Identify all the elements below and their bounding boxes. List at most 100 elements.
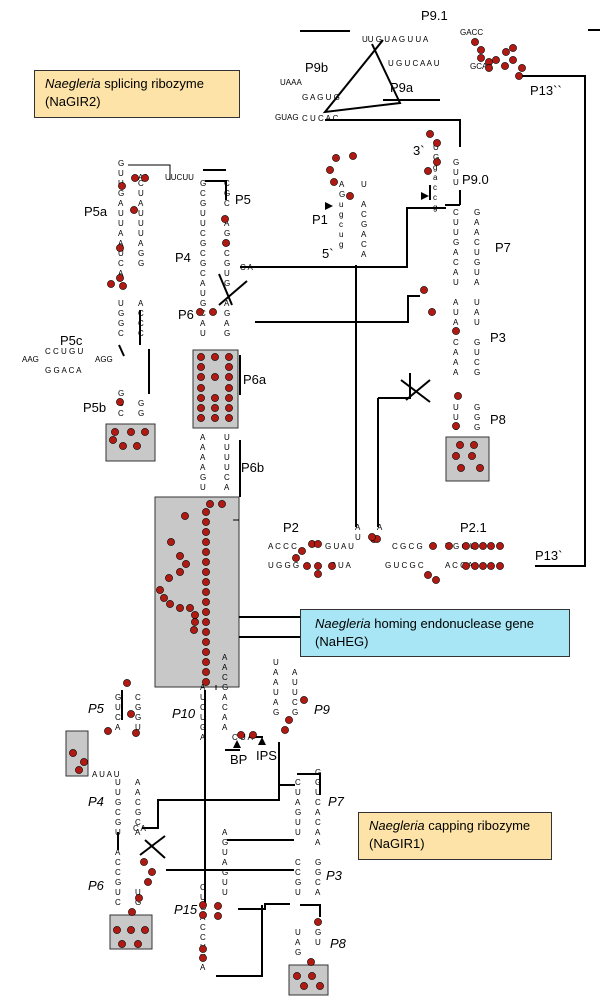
svg-text:U: U [295, 828, 301, 837]
svg-text:C: C [115, 868, 121, 877]
svg-text:C: C [361, 240, 367, 249]
svg-text:A: A [200, 963, 206, 972]
modified-nucleotide-dot [107, 280, 115, 288]
svg-text:C: C [453, 208, 459, 217]
modified-nucleotide-dot [502, 48, 510, 56]
svg-text:G: G [138, 399, 144, 408]
modified-nucleotide-dot [148, 868, 156, 876]
svg-text:A: A [222, 723, 228, 732]
modified-nucleotide-dot [326, 166, 334, 174]
svg-text:G: G [315, 768, 321, 777]
svg-text:G: G [315, 778, 321, 787]
svg-text:G: G [200, 179, 206, 188]
svg-text:A: A [200, 319, 206, 328]
label-p9b: P9b [305, 60, 328, 75]
modified-nucleotide-dot [197, 363, 205, 371]
svg-text:a: a [433, 173, 438, 182]
svg-text:C: C [200, 269, 206, 278]
svg-text:G: G [115, 693, 121, 702]
modified-nucleotide-dot [202, 518, 210, 526]
svg-text:U: U [138, 209, 144, 218]
label-p2-1: P2.1 [460, 520, 487, 535]
modified-nucleotide-dot [225, 394, 233, 402]
svg-text:U: U [135, 723, 141, 732]
svg-text:A: A [200, 453, 206, 462]
modified-nucleotide-dot [314, 562, 322, 570]
label-lower-p6: P6 [88, 878, 105, 893]
svg-text:U: U [453, 403, 459, 412]
svg-text:A: A [453, 348, 459, 357]
modified-nucleotide-dot [456, 441, 464, 449]
modified-nucleotide-dot [518, 64, 526, 72]
svg-text:A: A [118, 239, 124, 248]
modified-nucleotide-dot [424, 571, 432, 579]
svg-text:U: U [474, 318, 480, 327]
seq-p5c-loop-l: AAG [22, 355, 39, 364]
modified-nucleotide-dot [221, 215, 229, 223]
svg-text:G: G [115, 818, 121, 827]
svg-text:U: U [224, 453, 230, 462]
modified-nucleotide-dot [433, 158, 441, 166]
svg-text:A: A [222, 693, 228, 702]
svg-text:U: U [433, 143, 439, 152]
svg-text:A: A [118, 229, 124, 238]
svg-text:A: A [453, 298, 459, 307]
svg-text:A: A [135, 788, 141, 797]
svg-text:U: U [200, 713, 206, 722]
svg-text:G: G [224, 279, 230, 288]
modified-nucleotide-dot [471, 38, 479, 46]
modified-nucleotide-dot [166, 600, 174, 608]
modified-nucleotide-dot [135, 894, 143, 902]
label-p8-upper: P8 [490, 412, 506, 427]
modified-nucleotide-dot [130, 206, 138, 214]
modified-nucleotide-dot [211, 353, 219, 361]
modified-nucleotide-dot [314, 540, 322, 548]
svg-text:A: A [339, 180, 345, 189]
modified-nucleotide-dot [118, 182, 126, 190]
modified-nucleotide-dot [197, 353, 205, 361]
modified-nucleotide-dot [454, 392, 462, 400]
label-p2: P2 [283, 520, 299, 535]
svg-text:G: G [295, 808, 301, 817]
svg-text:G: G [118, 389, 124, 398]
modified-nucleotide-dot [113, 926, 121, 934]
svg-text:U: U [224, 463, 230, 472]
svg-text:A: A [200, 683, 206, 692]
modified-nucleotide-dot [144, 878, 152, 886]
svg-text:A: A [222, 858, 228, 867]
arrow-3prime [421, 192, 429, 200]
label-lower-p3: P3 [326, 868, 343, 883]
svg-text:C: C [118, 259, 124, 268]
label-lower-p5: P5 [88, 701, 105, 716]
modified-nucleotide-dot [199, 945, 207, 953]
modified-nucleotide-dot [479, 542, 487, 550]
modified-nucleotide-dot [211, 404, 219, 412]
label-lower-p10: P10 [172, 706, 196, 721]
modified-nucleotide-dot [445, 542, 453, 550]
svg-text:A: A [224, 319, 230, 328]
svg-text:G: G [315, 868, 321, 877]
svg-text:C: C [115, 858, 121, 867]
modified-nucleotide-dot [452, 327, 460, 335]
modified-nucleotide-dot [202, 538, 210, 546]
modified-nucleotide-dot [186, 604, 194, 612]
svg-text:G: G [339, 190, 345, 199]
svg-text:U: U [115, 788, 121, 797]
svg-text:C: C [292, 698, 298, 707]
modified-nucleotide-dot [165, 574, 173, 582]
seq-p9b-top: G A G U G [302, 93, 340, 102]
svg-text:C: C [200, 189, 206, 198]
svg-text:U: U [315, 788, 321, 797]
label-p1: P1 [312, 212, 328, 227]
modified-nucleotide-dot [214, 912, 222, 920]
svg-text:U: U [273, 688, 279, 697]
svg-text:A: A [453, 248, 459, 257]
svg-text:G: G [222, 868, 228, 877]
svg-text:A: A [315, 888, 321, 897]
splicing-code: (NaGIR2) [45, 94, 101, 109]
svg-text:A: A [273, 668, 279, 677]
modified-nucleotide-dot [141, 926, 149, 934]
svg-text:G: G [224, 229, 230, 238]
seq-lower-ca: C A [133, 824, 147, 833]
svg-text:G: G [200, 723, 206, 732]
